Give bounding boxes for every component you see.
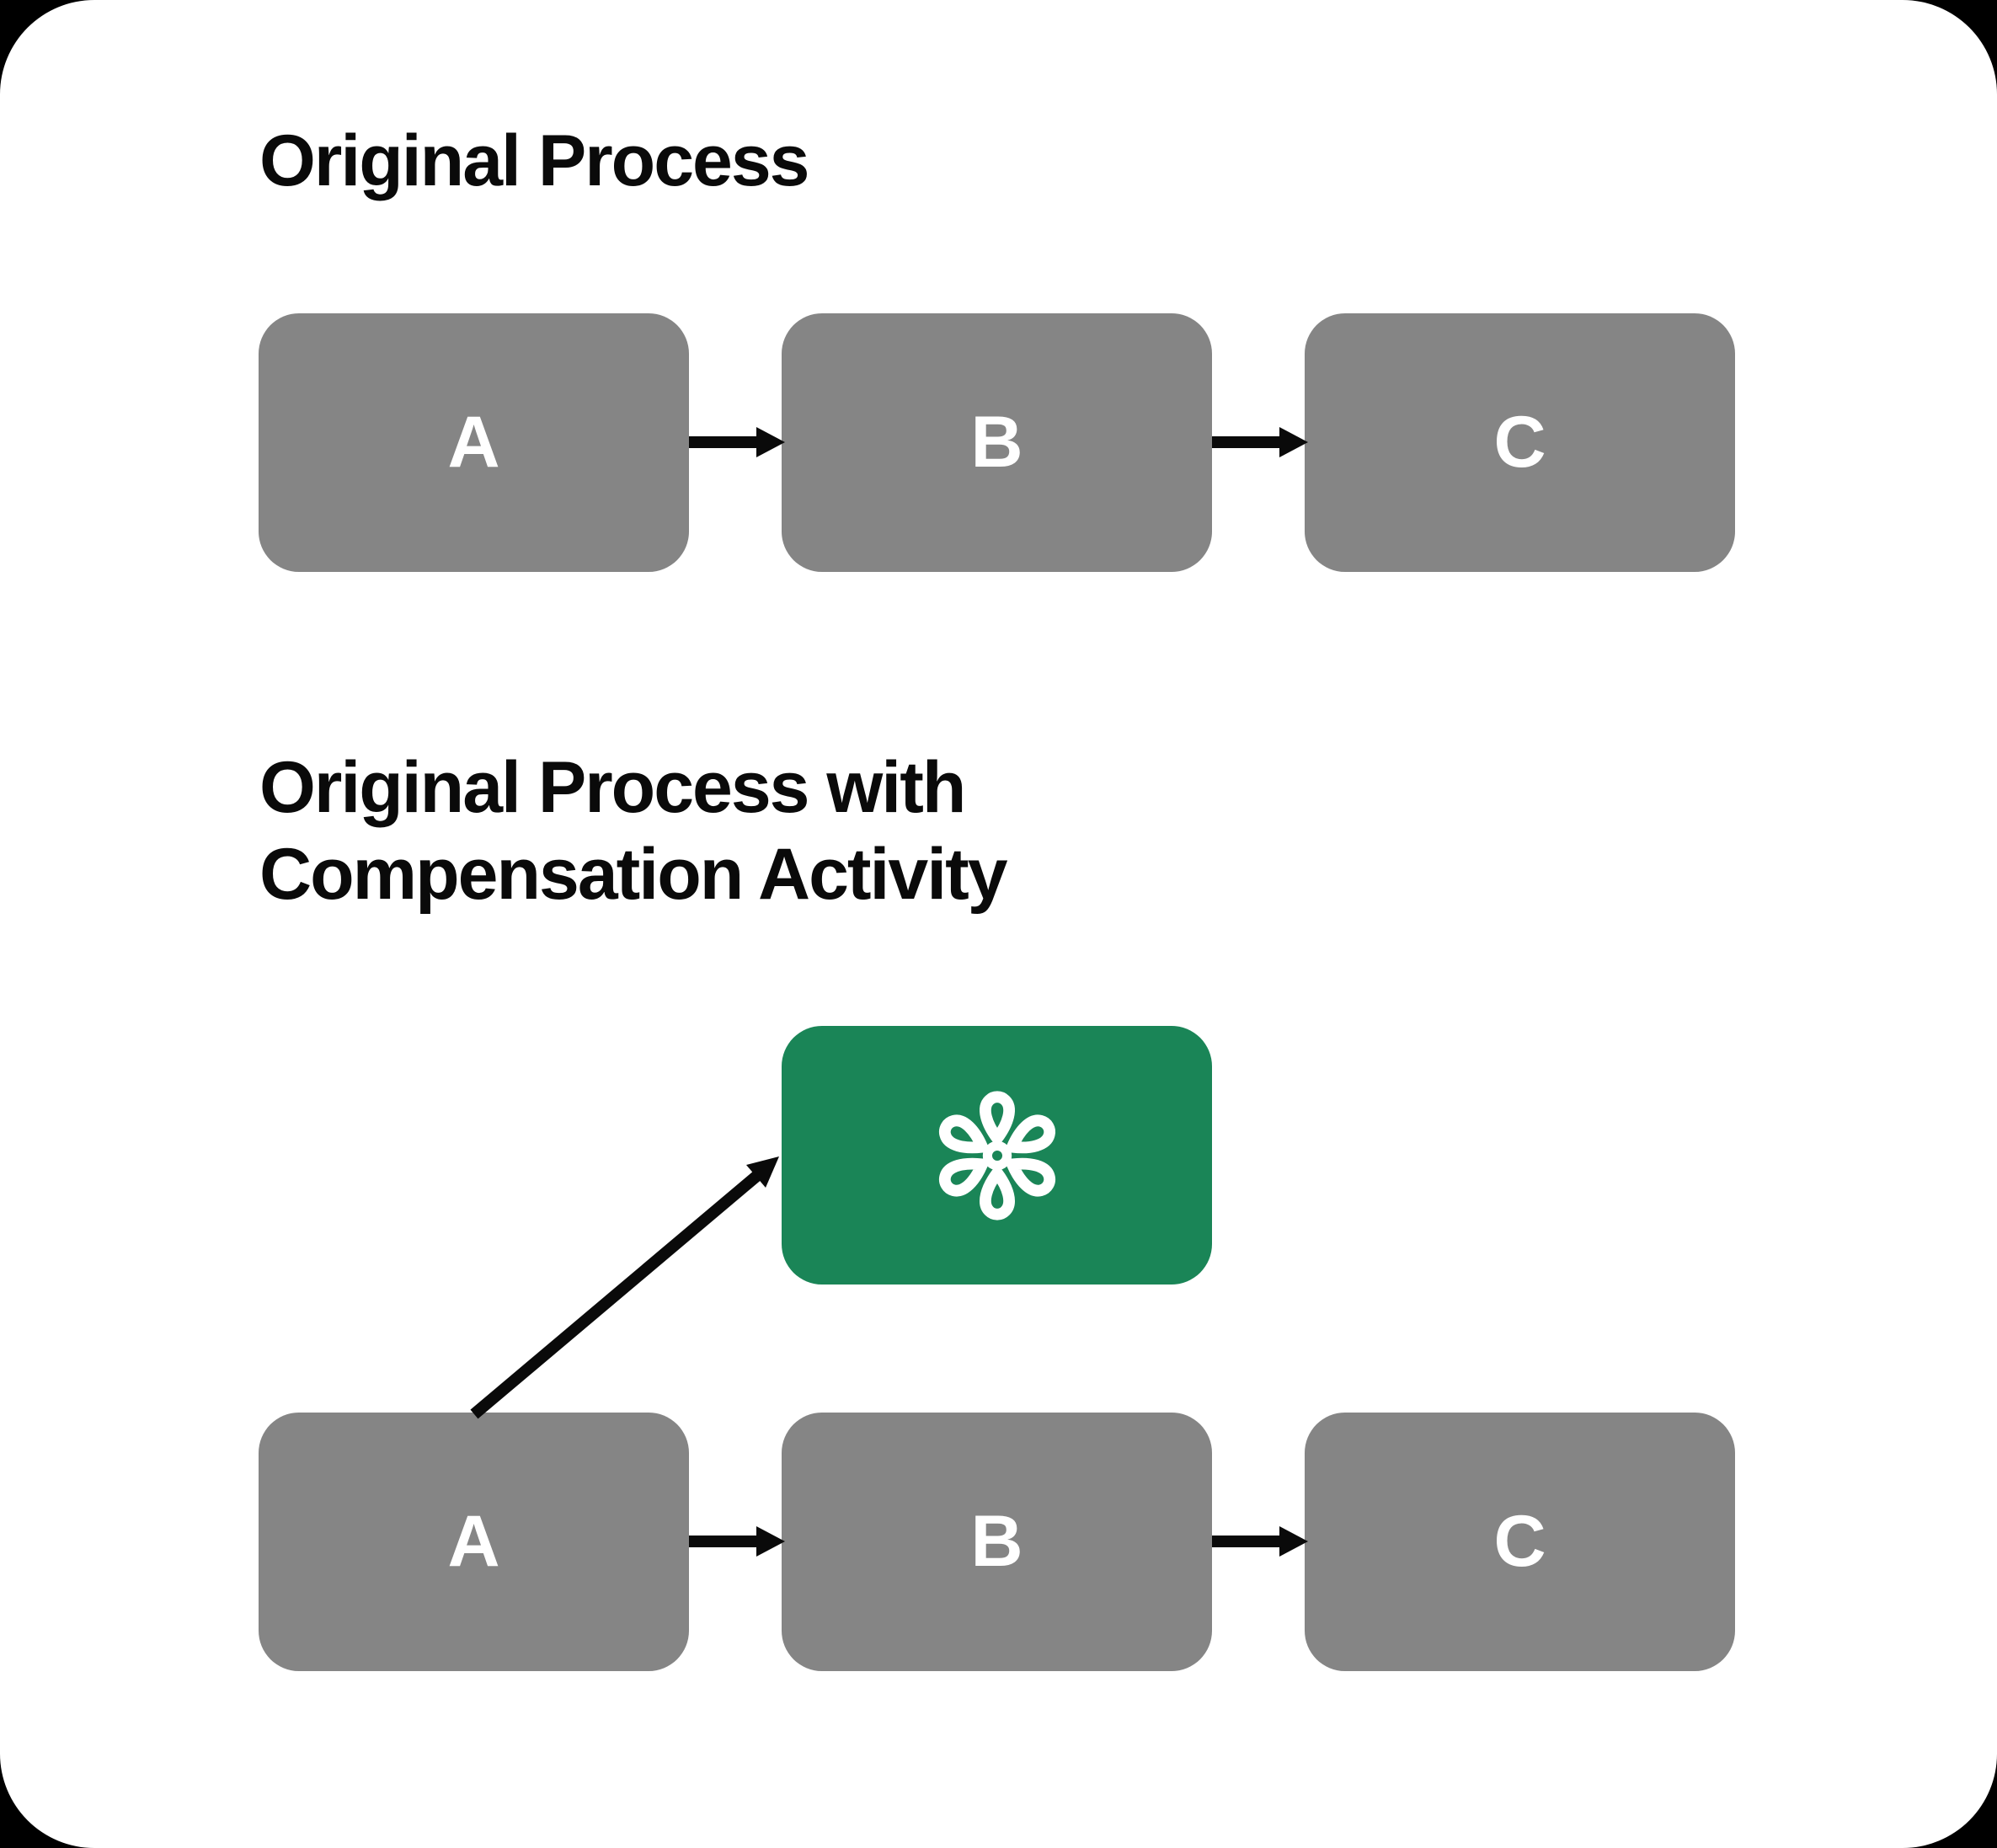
process-box-c-bottom: C <box>1305 1413 1735 1671</box>
process-box-b-bottom: B <box>782 1413 1212 1671</box>
compensation-activity-box <box>782 1026 1212 1285</box>
arrow-a-to-compensation <box>470 1156 779 1419</box>
process-box-a-bottom: A <box>259 1413 689 1671</box>
process-box-label: A <box>447 402 500 483</box>
process-box-c-top: C <box>1305 313 1735 572</box>
process-box-label: B <box>970 402 1023 483</box>
process-box-label: A <box>447 1501 500 1582</box>
section-title-line-1: Original Process with <box>259 747 966 828</box>
section-title-original-process: Original Process <box>259 120 810 201</box>
arrow-b-to-c-bottom <box>1212 1526 1308 1557</box>
arrow-a-to-b-bottom <box>689 1526 785 1557</box>
arrow-a-to-b-top <box>689 427 785 457</box>
process-box-label: C <box>1493 402 1546 483</box>
process-box-a-top: A <box>259 313 689 572</box>
process-box-label: C <box>1493 1501 1546 1582</box>
arrow-b-to-c-top <box>1212 427 1308 457</box>
flower-icon <box>938 1090 1055 1220</box>
process-box-b-top: B <box>782 313 1212 572</box>
process-box-label: B <box>970 1501 1023 1582</box>
section-title-line-2: Compensation Activity <box>259 834 1008 915</box>
section-title-compensation: Original Process with Compensation Activ… <box>259 745 1008 918</box>
